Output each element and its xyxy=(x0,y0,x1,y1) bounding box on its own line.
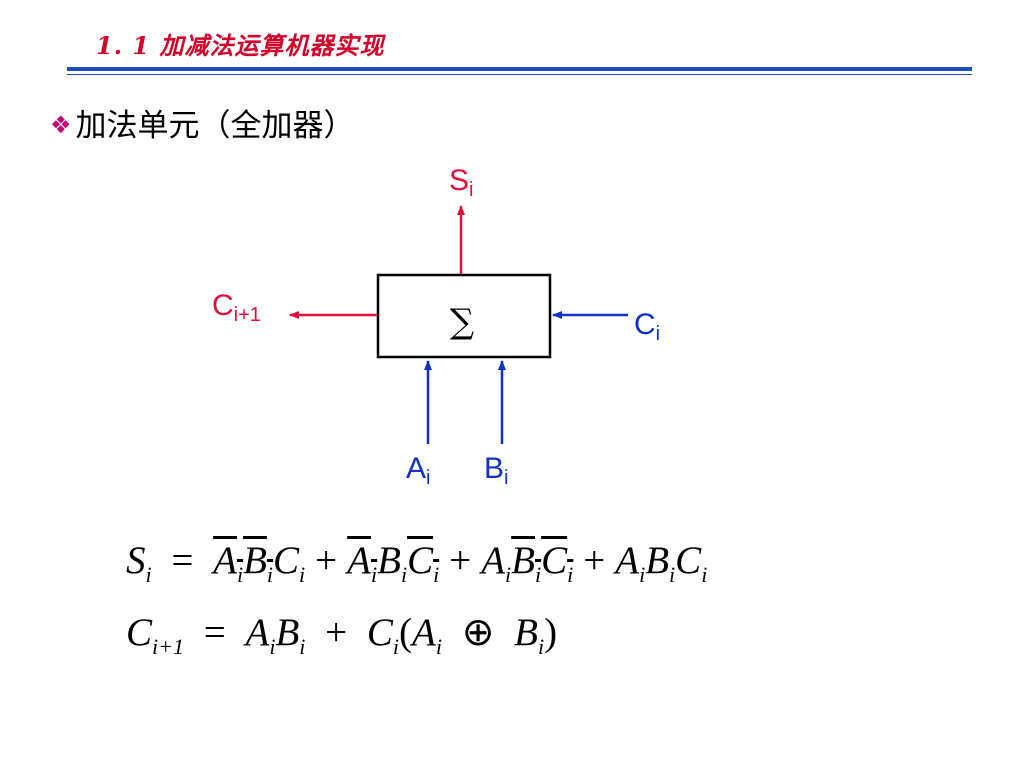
literal-a: Ai xyxy=(481,539,511,587)
literal-c: Ci xyxy=(407,539,439,587)
full-adder-diagram: ∑ Si Ci+1 Ci Ai Bi xyxy=(212,164,660,489)
literal-letter: B xyxy=(645,539,670,582)
sum-plus: + xyxy=(315,539,338,582)
sum-terms: AiBiCi+AiBiCi+AiBiCi+AiBiCi xyxy=(213,539,707,587)
sum-equation: Si = AiBiCi+AiBiCi+AiBiCi+AiBiCi xyxy=(126,538,707,588)
title-rule-thick xyxy=(67,67,972,71)
carry-input-label: Ci xyxy=(634,308,660,345)
sigma-symbol: ∑ xyxy=(450,302,474,342)
literal-b: Bi xyxy=(511,539,541,587)
literal-sub: i xyxy=(266,562,274,587)
literal-letter: C xyxy=(675,539,702,582)
carry-lparen: ( xyxy=(399,611,413,654)
carry-b2: B xyxy=(514,611,538,654)
diamond-bullet-icon: ❖ xyxy=(50,111,72,139)
literal-b: Bi xyxy=(243,539,273,587)
literal-sub: i xyxy=(400,562,408,587)
literal-sub: i xyxy=(701,562,708,587)
carry-lhs-sub: i+1 xyxy=(152,634,184,659)
carry-a2: A xyxy=(412,611,436,654)
literal-sub: i xyxy=(669,562,676,587)
literal-c: Ci xyxy=(541,539,573,587)
carry-lhs: C xyxy=(126,611,153,654)
carry-c: C xyxy=(366,611,393,654)
bullet-heading: ❖加法单元（全加器） xyxy=(50,100,355,145)
input-a-label: Ai xyxy=(406,452,430,489)
bullet-text: 加法单元（全加器） xyxy=(75,108,355,144)
sum-lhs: S xyxy=(126,539,146,582)
literal-letter: A xyxy=(615,539,640,582)
literal-b: Bi xyxy=(377,539,407,587)
carry-rparen: ) xyxy=(544,611,558,654)
full-adder-block xyxy=(376,273,552,359)
literal-sub: i xyxy=(433,562,440,587)
input-b-label: Bi xyxy=(484,452,508,489)
literal-letter: B xyxy=(511,539,535,582)
carry-a: A xyxy=(245,611,270,654)
literal-letter: B xyxy=(377,539,401,582)
sum-output-label: Si xyxy=(449,164,473,201)
literal-c: Ci xyxy=(273,539,305,587)
literal-b: Bi xyxy=(645,539,675,587)
literal-letter: A xyxy=(347,539,371,582)
literal-sub: i xyxy=(371,562,378,587)
literal-sub: i xyxy=(505,562,512,587)
literal-a: Ai xyxy=(213,539,243,587)
carry-b2-sub: i xyxy=(538,634,545,659)
literal-letter: B xyxy=(243,539,267,582)
carry-c-sub: i xyxy=(392,634,400,659)
sum-lhs-sub: i xyxy=(145,562,152,587)
carry-b-sub: i xyxy=(299,634,306,659)
carry-equals: = xyxy=(203,611,226,654)
carry-a-sub: i xyxy=(269,634,276,659)
section-title: 1. 1 加减法运算机器实现 xyxy=(96,31,385,60)
literal-sub: i xyxy=(567,562,574,587)
sum-plus: + xyxy=(449,539,472,582)
literal-sub: i xyxy=(299,562,306,587)
carry-plus: + xyxy=(325,611,348,654)
literal-letter: C xyxy=(541,539,568,582)
literal-sub: i xyxy=(639,562,646,587)
literal-letter: A xyxy=(481,539,506,582)
xor-symbol: ⊕ xyxy=(461,611,495,654)
carry-b: B xyxy=(275,611,300,654)
title-rule-thin xyxy=(67,74,972,75)
literal-letter: A xyxy=(213,539,237,582)
literal-c: Ci xyxy=(675,539,707,587)
carry-a2-sub: i xyxy=(435,634,442,659)
literal-a: Ai xyxy=(615,539,645,587)
literal-letter: C xyxy=(273,539,300,582)
literal-sub: i xyxy=(236,562,244,587)
sum-equals: = xyxy=(171,539,194,582)
carry-output-label: Ci+1 xyxy=(212,289,261,326)
literal-a: Ai xyxy=(347,539,377,587)
literal-sub: i xyxy=(535,562,542,587)
sum-plus: + xyxy=(583,539,606,582)
carry-equation: Ci+1 = AiBi + Ci(Ai ⊕ Bi) xyxy=(126,610,557,660)
literal-letter: C xyxy=(407,539,434,582)
